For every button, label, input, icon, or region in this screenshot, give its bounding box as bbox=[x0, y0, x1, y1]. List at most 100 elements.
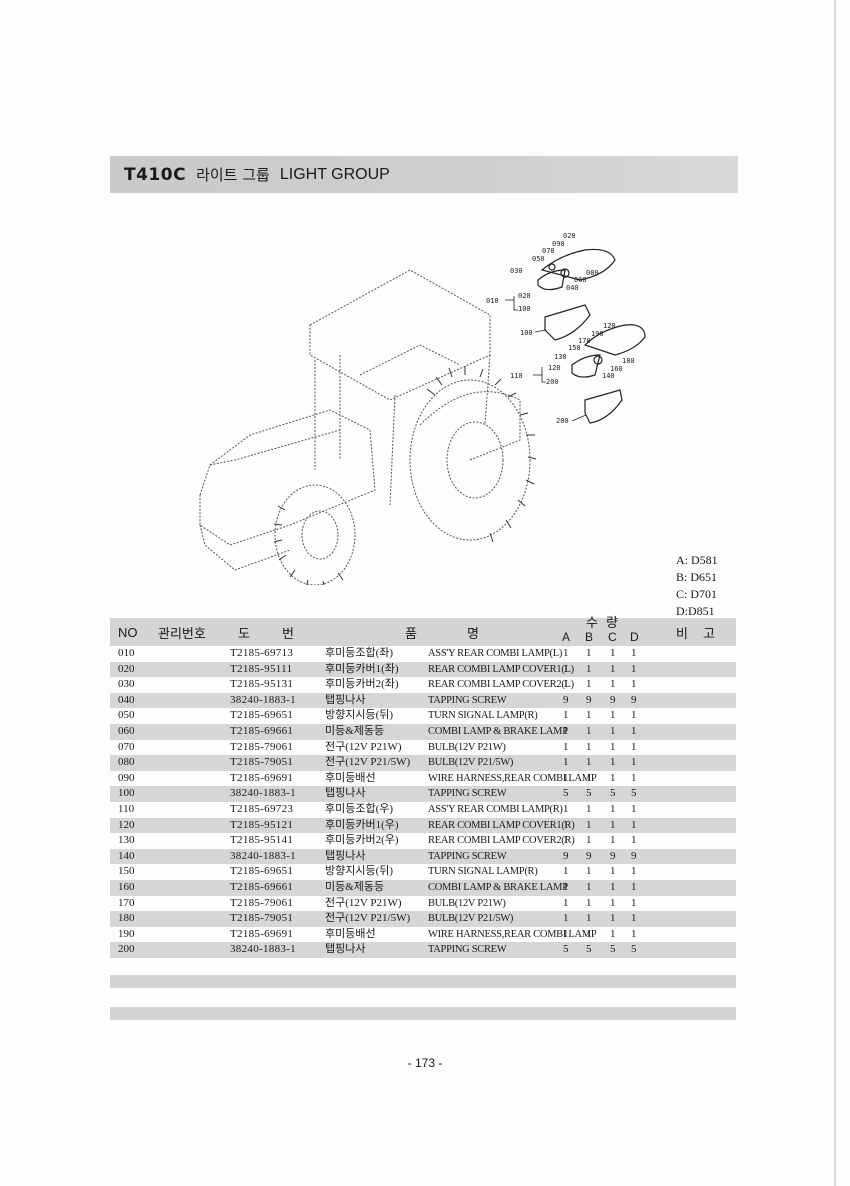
cell-name-ko: 탭핑나사 bbox=[325, 787, 366, 800]
cell-qty-c: 1 bbox=[610, 880, 616, 893]
cell-qty-a: 1 bbox=[563, 896, 569, 909]
cell-qty-a: 5 bbox=[563, 787, 569, 800]
cell-qty-a: 9 bbox=[563, 849, 569, 862]
cell-name-ko: 전구(12V P21/5W) bbox=[325, 912, 411, 925]
cell-qty-c: 1 bbox=[610, 771, 616, 784]
callout-label: 100 bbox=[518, 305, 531, 313]
cell-name-en: COMBI LAMP & BRAKE LAMP bbox=[428, 725, 568, 737]
cell-drawing-number: T2185-69723 bbox=[230, 802, 294, 815]
header-name-2: 명 bbox=[467, 626, 479, 641]
cell-qty-d: 1 bbox=[631, 802, 637, 815]
cell-no: 150 bbox=[118, 865, 135, 878]
callout-labels: 020 090 070 050 030 080 060 040 010 020 … bbox=[486, 232, 635, 425]
cell-no: 140 bbox=[118, 849, 135, 862]
empty-row-band bbox=[110, 1007, 736, 1020]
cell-name-en: COMBI LAMP & BRAKE LAMP bbox=[428, 881, 568, 893]
callout-label: 160 bbox=[610, 365, 623, 373]
cell-qty-b: 5 bbox=[586, 787, 592, 800]
cell-name-en: TAPPING SCREW bbox=[428, 944, 507, 956]
header-a: A bbox=[562, 630, 571, 644]
cell-qty-d: 1 bbox=[631, 818, 637, 831]
cell-qty-d: 1 bbox=[631, 880, 637, 893]
cell-qty-b: 1 bbox=[586, 818, 592, 831]
callout-label: 020 bbox=[518, 292, 531, 300]
cell-qty-c: 1 bbox=[610, 662, 616, 675]
cell-name-ko: 후미등카버2(좌) bbox=[325, 678, 399, 691]
cell-qty-b: 1 bbox=[586, 678, 592, 691]
callout-label: 140 bbox=[602, 372, 615, 380]
cell-name-en: ASS'Y REAR COMBI LAMP(R) bbox=[428, 803, 563, 815]
cell-drawing-number: 38240-1883-1 bbox=[230, 943, 296, 956]
cell-qty-b: 1 bbox=[586, 740, 592, 753]
cell-drawing-number: T2185-95111 bbox=[230, 662, 293, 675]
cell-qty-d: 9 bbox=[631, 849, 637, 862]
variant-a: A: D581 bbox=[676, 553, 718, 567]
title-korean: 라이트 그룹 bbox=[196, 166, 270, 184]
cell-qty-b: 9 bbox=[586, 849, 592, 862]
cell-qty-d: 1 bbox=[631, 678, 637, 691]
header-qty-1: 수 bbox=[586, 615, 598, 630]
cell-qty-a: 1 bbox=[563, 927, 569, 940]
cell-no: 190 bbox=[118, 927, 135, 940]
cell-drawing-number: T2185-69713 bbox=[230, 647, 294, 659]
callout-label: 090 bbox=[552, 240, 565, 248]
cell-name-ko: 탭핑나사 bbox=[325, 693, 366, 706]
cell-name-en: TURN SIGNAL LAMP(R) bbox=[428, 866, 538, 878]
cell-name-ko: 방향지시등(뒤) bbox=[325, 865, 394, 878]
header-qty-2: 량 bbox=[606, 615, 618, 630]
tractor-tread bbox=[273, 366, 537, 585]
cell-qty-d: 1 bbox=[631, 834, 637, 847]
header-drawing-1: 도 bbox=[238, 626, 250, 641]
cell-qty-c: 1 bbox=[610, 834, 616, 847]
variant-c: C: D701 bbox=[676, 587, 718, 601]
cell-name-ko: 후미등조합(우) bbox=[325, 802, 394, 815]
variant-b: B: D651 bbox=[676, 570, 718, 584]
engine-variant-legend: A: D581 B: D651 C: D701 D:D851 bbox=[676, 552, 736, 620]
cell-name-en: ASS'Y REAR COMBI LAMP(L) bbox=[428, 648, 563, 659]
cell-name-en: BULB(12V P21/5W) bbox=[428, 757, 514, 769]
callout-label: 070 bbox=[542, 247, 555, 255]
cell-drawing-number: 38240-1883-1 bbox=[230, 693, 296, 706]
cell-qty-a: 1 bbox=[563, 818, 569, 831]
cell-qty-c: 1 bbox=[610, 678, 616, 691]
cell-name-ko: 미등&제동등 bbox=[325, 724, 385, 737]
cell-no: 130 bbox=[118, 834, 135, 847]
cell-qty-c: 1 bbox=[610, 896, 616, 909]
cell-qty-c: 1 bbox=[610, 724, 616, 737]
page-number: - 173 - bbox=[407, 1056, 443, 1070]
empty-row-band bbox=[110, 975, 736, 988]
cell-qty-b: 1 bbox=[586, 647, 592, 659]
cell-qty-a: 1 bbox=[563, 662, 569, 675]
cell-qty-d: 1 bbox=[631, 647, 637, 659]
parts-diagram: 020 090 070 050 030 080 060 040 010 020 … bbox=[199, 232, 646, 585]
cell-qty-b: 1 bbox=[586, 912, 592, 925]
model-title: T410C bbox=[124, 164, 187, 185]
cell-qty-b: 1 bbox=[586, 709, 592, 722]
cell-no: 100 bbox=[118, 787, 135, 800]
cell-name-ko: 방향지시등(뒤) bbox=[325, 709, 394, 722]
cell-drawing-number: T2185-79061 bbox=[230, 896, 294, 909]
variant-d: D:D851 bbox=[676, 604, 715, 618]
cell-name-ko: 후미등카버2(우) bbox=[325, 834, 399, 847]
callout-label: 030 bbox=[510, 267, 523, 275]
cell-no: 060 bbox=[118, 724, 135, 737]
cell-qty-c: 1 bbox=[610, 709, 616, 722]
cell-qty-d: 1 bbox=[631, 709, 637, 722]
cell-qty-d: 1 bbox=[631, 896, 637, 909]
cell-qty-b: 5 bbox=[586, 943, 592, 956]
cell-name-en: WIRE HARNESS,REAR COMBI LAMP bbox=[428, 772, 597, 784]
cell-qty-c: 5 bbox=[610, 787, 616, 800]
cell-name-en: REAR COMBI LAMP COVER2(R) bbox=[428, 835, 575, 847]
callout-label: 190 bbox=[591, 330, 604, 338]
cell-qty-c: 1 bbox=[610, 912, 616, 925]
